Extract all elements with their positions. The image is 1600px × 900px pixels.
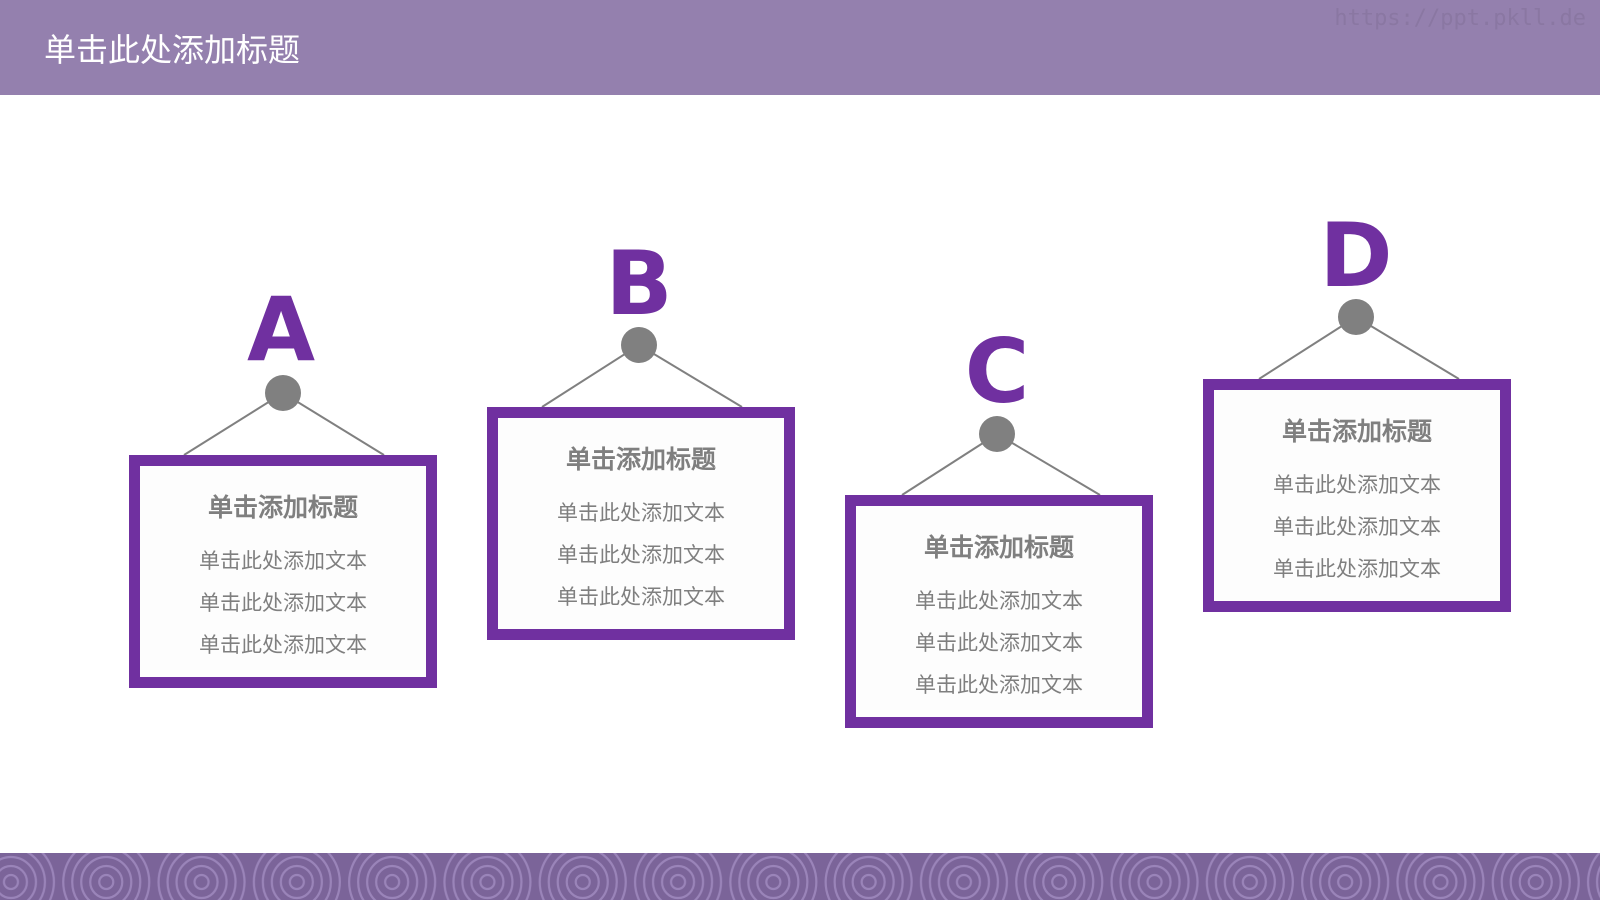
card-a[interactable]: 单击添加标题 单击此处添加文本 单击此处添加文本 单击此处添加文本 bbox=[129, 455, 437, 688]
card-text-line[interactable]: 单击此处添加文本 bbox=[199, 633, 367, 657]
card-text-line[interactable]: 单击此处添加文本 bbox=[915, 589, 1083, 613]
card-letter-b: B bbox=[605, 232, 673, 335]
card-d[interactable]: 单击添加标题 单击此处添加文本 单击此处添加文本 单击此处添加文本 bbox=[1203, 379, 1511, 612]
header-bar: 单击此处添加标题 https://ppt.pkll.de bbox=[0, 0, 1600, 95]
card-title[interactable]: 单击添加标题 bbox=[923, 533, 1074, 562]
card-text-line[interactable]: 单击此处添加文本 bbox=[1273, 557, 1441, 581]
card-text-line[interactable]: 单击此处添加文本 bbox=[199, 591, 367, 615]
card-text-line[interactable]: 单击此处添加文本 bbox=[915, 631, 1083, 655]
card-text-line[interactable]: 单击此处添加文本 bbox=[1273, 515, 1441, 539]
card-title[interactable]: 单击添加标题 bbox=[207, 493, 358, 522]
card-text-line[interactable]: 单击此处添加文本 bbox=[557, 543, 725, 567]
card-c[interactable]: 单击添加标题 单击此处添加文本 单击此处添加文本 单击此处添加文本 bbox=[845, 495, 1153, 728]
card-text-line[interactable]: 单击此处添加文本 bbox=[557, 501, 725, 525]
card-title[interactable]: 单击添加标题 bbox=[565, 445, 716, 474]
footer-pattern-band bbox=[0, 853, 1600, 900]
card-letter-a: A bbox=[246, 278, 316, 381]
card-text-line[interactable]: 单击此处添加文本 bbox=[557, 585, 725, 609]
card-letter-c: C bbox=[964, 320, 1030, 423]
watermark-url: https://ppt.pkll.de bbox=[1334, 6, 1586, 31]
card-text-line[interactable]: 单击此处添加文本 bbox=[915, 673, 1083, 697]
concentric-rings-pattern-icon bbox=[0, 853, 1600, 900]
card-b[interactable]: 单击添加标题 单击此处添加文本 单击此处添加文本 单击此处添加文本 bbox=[487, 407, 795, 640]
card-title[interactable]: 单击添加标题 bbox=[1281, 417, 1432, 446]
slide-title[interactable]: 单击此处添加标题 bbox=[44, 31, 301, 69]
card-letter-d: D bbox=[1319, 204, 1393, 307]
card-text-line[interactable]: 单击此处添加文本 bbox=[1273, 473, 1441, 497]
card-text-line[interactable]: 单击此处添加文本 bbox=[199, 549, 367, 573]
